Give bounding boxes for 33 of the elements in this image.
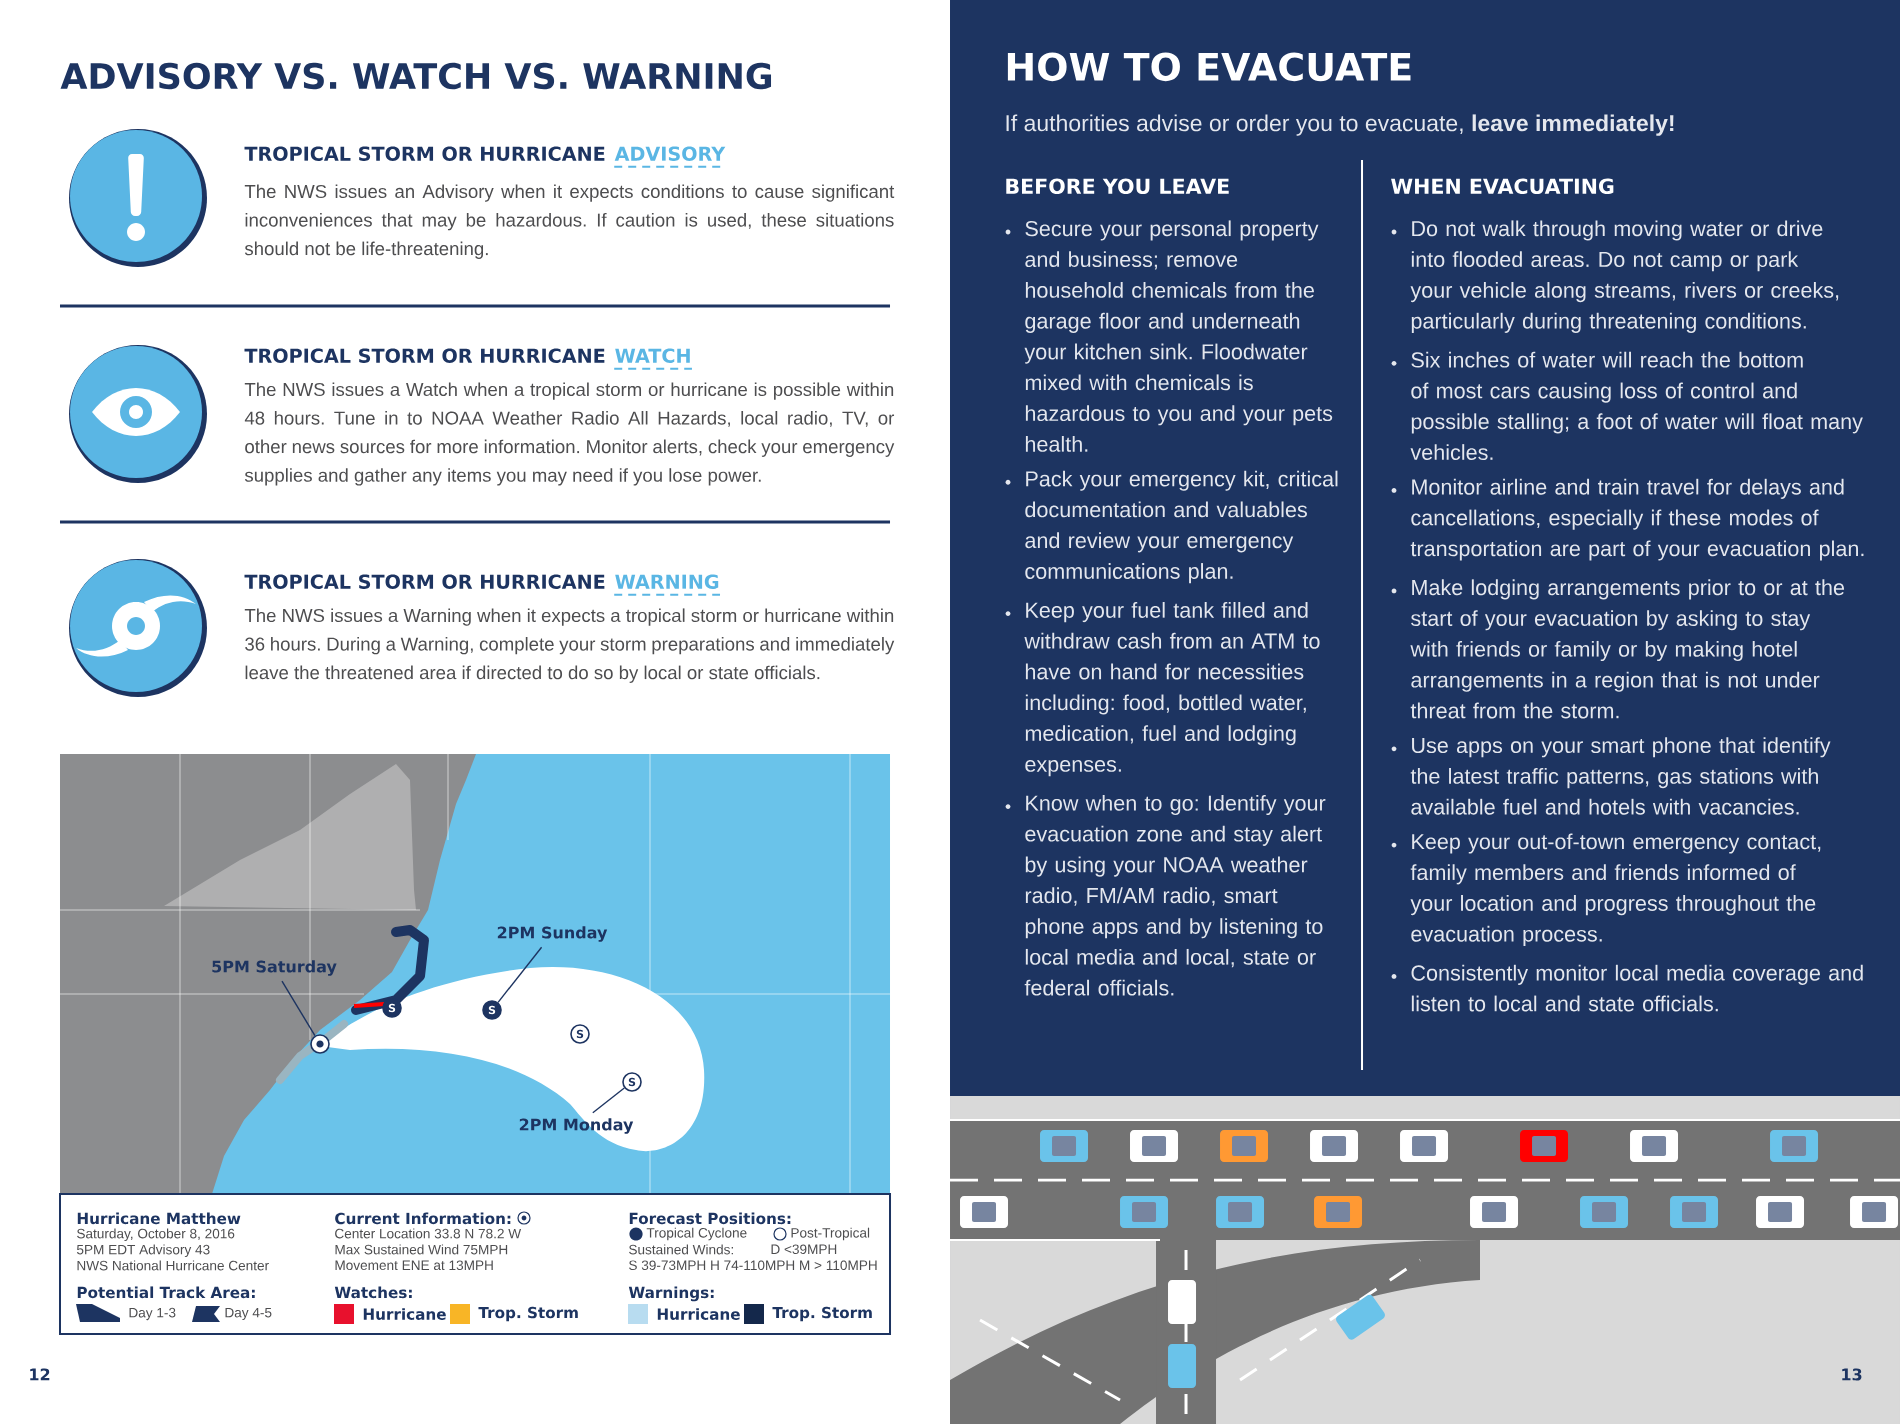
paragraph: The NWS issues an Advisory when it expects conditions to cause significant inconveniences that may be hazardous. If caution is used, these situations should not be life-threatening. [244,184,895,259]
bullet-item: Do not walk through moving water or drive into flooded areas. Do not camp or park your vehicle along streams, rivers or creeks, particularly during threatening conditions. [1391,220,1839,333]
keyword: ADVISORY [613,146,727,168]
heading: BEFORE YOU LEAVE [1006,178,1229,194]
leader-line [592,1087,625,1114]
keyword: WARNING [613,574,721,596]
heading: HOW TO EVACUATE [1007,52,1411,82]
page-number: 13 [1842,1368,1862,1381]
leader-line [281,980,316,1037]
bullet-item: Know when to go: Identify your evacuation zone and stay alert by using your NOAA weather radio, FM/AM radio, smart phone apps and by listening to local media and local, state or federal officials. [1005,794,1326,996]
heading: TROPICAL STORM OR HURRICANE [244,146,605,161]
bullet-item: Six inches of water will reach the bottom of most cars causing loss of control and possible stalling; a foot of water will float many vehicles. [1391,351,1863,460]
page-number: 12 [30,1368,50,1381]
keyword: WATCH [613,348,693,370]
heading: TROPICAL STORM OR HURRICANE [244,574,605,589]
bullet-item: Keep your out-of-town emergency contact, family members and friends informed of your location and progress throughout the evacuation process. [1391,833,1821,946]
paragraph: The NWS issues a Watch when a tropical storm or hurricane is possible within 48 hours. Tune in to NOAA Weather Radio All Hazards, local radio, TV, or other news sources for more information. Monitor alerts, check your emergency supplies and gather any items you may need if you lose power. [244,382,895,486]
current-position-marker [310,1034,330,1054]
bullet-item: Use apps on your smart phone that identify the latest traffic patterns, gas stations with available fuel and hotels with vacancies. [1391,737,1831,815]
map-label: 5PM Saturday [212,960,337,976]
leader-line [497,946,543,1004]
text: If authorities advise or order you to evacuate, leave immediately! [1006,114,1674,136]
bullet-item: Keep your fuel tank filled and withdraw cash from an ATM to have on hand for necessities including: food, bottled water, medication, fuel and lodging expenses. [1005,602,1320,777]
bullet-item: Monitor airline and train travel for delays and cancellations, especially if these modes of transportation are part of your evacuation plan. [1391,478,1864,561]
map-label: 2PM Sunday [497,926,608,942]
title: ADVISORY VS. WATCH VS. WARNING [60,62,771,90]
bullet-item: Make lodging arrangements prior to or at the start of your evacuation by asking to stay with friends or family or by making hotel arrangements in a region that is not under threat from the storm. [1391,579,1845,719]
bullet-item: Secure your personal property and business; remove household chemicals from the garage floor and underneath your kitchen sink. Floodwater mixed with chemicals is hazardous to you and your pets health. [1005,220,1333,452]
paragraph: The NWS issues a Warning when it expects a tropical storm or hurricane within 36 hours. During a Warning, complete your storm preparations and immediately leave the threatened area if directed to do so by local or state officials. [244,608,895,683]
heading: WHEN EVACUATING [1391,178,1614,194]
bullet-item: Pack your emergency kit, critical documentation and valuables and review your emergency communications plan. [1005,470,1338,584]
bullet-item: Consistently monitor local media coverage and listen to local and state officials. [1391,964,1863,1012]
heading: TROPICAL STORM OR HURRICANE [244,348,605,363]
